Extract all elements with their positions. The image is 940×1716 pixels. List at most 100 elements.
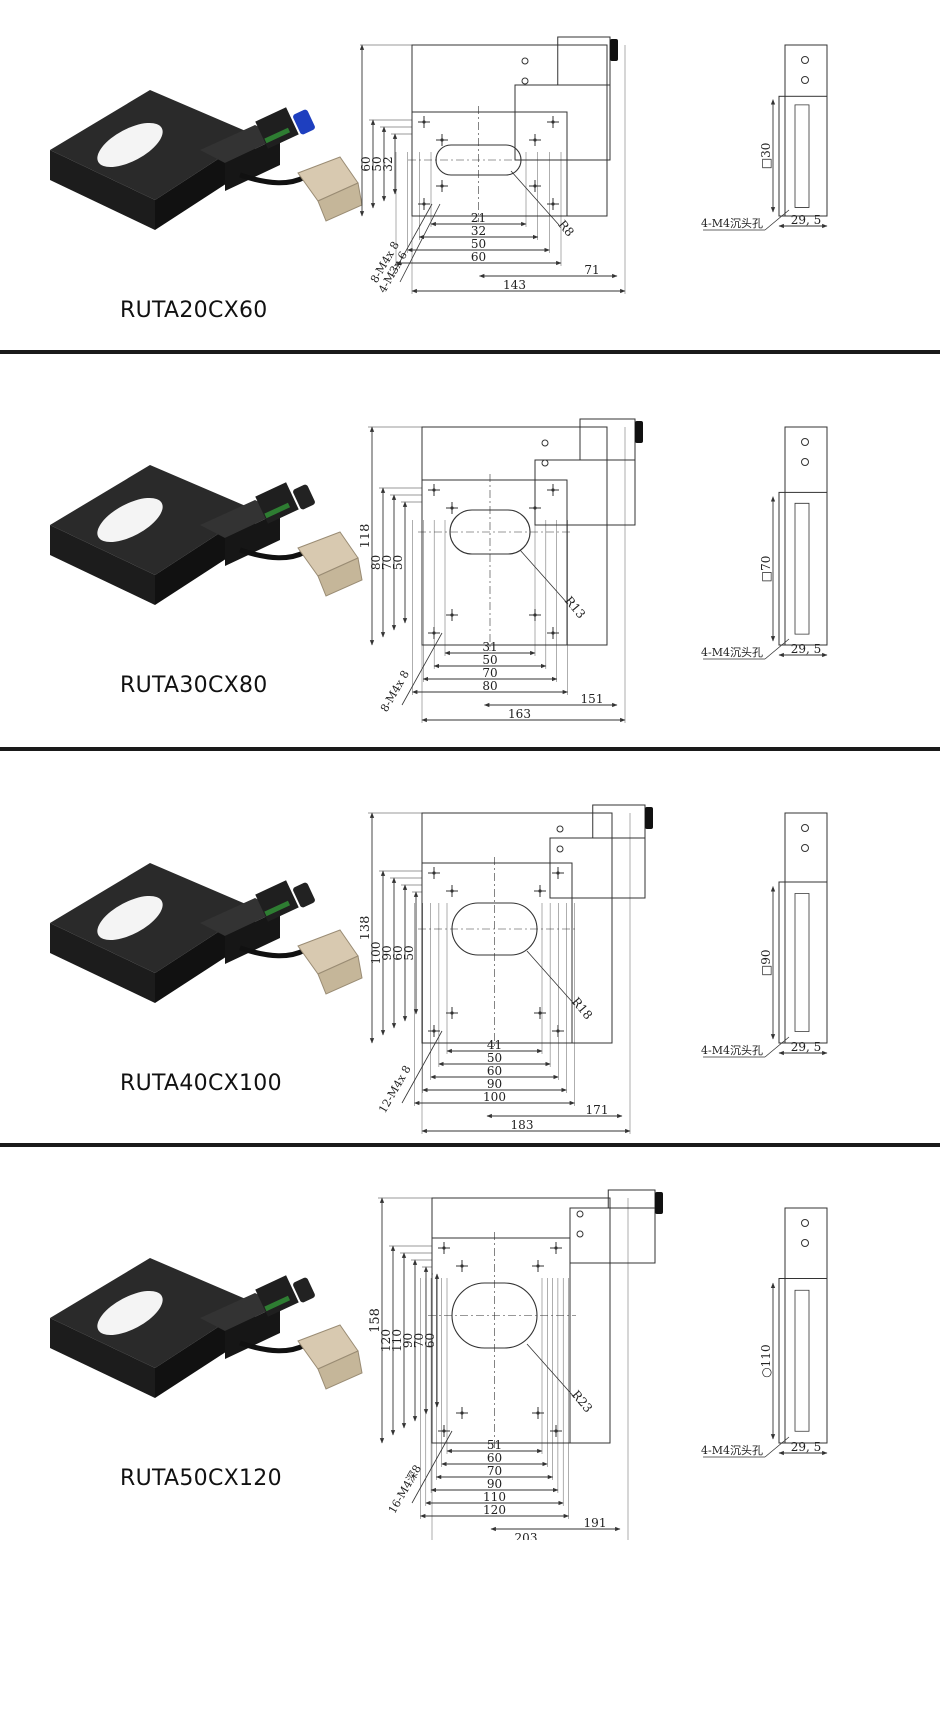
motor-label-strip — [264, 502, 291, 519]
side-view-carriage — [778, 1278, 828, 1444]
technical-drawing: 15812011090706051607090110120191203R2316… — [368, 1189, 828, 1540]
width-dimension: 21 — [471, 211, 486, 225]
side-view-outline — [784, 1207, 828, 1444]
width-dimension: 41 — [487, 1038, 502, 1052]
screw-icon — [801, 824, 809, 832]
hole-spec-note: 16-M4深8 — [386, 1463, 424, 1516]
adjustment-knob — [293, 484, 315, 510]
total-width-dimension: 183 — [511, 1118, 534, 1132]
width-dimension: 90 — [487, 1077, 502, 1091]
screw-icon — [801, 76, 809, 84]
width-dimension: 80 — [482, 679, 497, 693]
width-dimension: 50 — [471, 237, 486, 251]
countersink-note: 4-M4沉头孔 — [701, 646, 763, 659]
dim-line — [764, 1036, 790, 1058]
drive-block-side — [225, 512, 280, 566]
stage-plate-outline — [431, 1237, 571, 1444]
motor-cable — [239, 172, 307, 186]
model-label: RUTA50CX120 — [120, 1466, 282, 1491]
width-dimension: 90 — [487, 1477, 502, 1491]
total-width-dimension: 143 — [503, 278, 526, 292]
dim-line — [399, 203, 441, 283]
height-dimension: 110 — [390, 1329, 404, 1352]
height-dimension: 100 — [369, 942, 383, 965]
mounting-hole — [432, 488, 436, 492]
mounting-hole — [536, 1264, 540, 1268]
mounting-hole — [556, 871, 560, 875]
stage-side-left — [50, 1318, 155, 1398]
dim-line — [401, 1030, 443, 1104]
width-dimension: 51 — [487, 1438, 502, 1452]
height-dimension: 70 — [412, 1333, 426, 1348]
width-dimension: 50 — [487, 1051, 502, 1065]
mounting-hole — [450, 889, 454, 893]
model-label: RUTA30CX80 — [120, 673, 268, 698]
screw-icon — [576, 1230, 584, 1238]
height-dimension: 158 — [368, 1308, 383, 1333]
screw-icon — [541, 459, 549, 467]
width-dimension: 100 — [483, 1090, 506, 1104]
stage-product-photo — [50, 1258, 363, 1398]
stage-aperture — [97, 122, 163, 168]
stage-body-outline — [411, 44, 608, 217]
height-dimension: 118 — [360, 524, 373, 549]
mounting-hole — [460, 1411, 464, 1415]
height-dimension: 50 — [370, 156, 384, 171]
screw-icon — [801, 56, 809, 64]
stage-plate-outline — [421, 862, 573, 1044]
dim-line — [510, 170, 560, 226]
mounting-hole — [554, 1246, 558, 1250]
mounting-hole — [538, 1011, 542, 1015]
mounting-hole — [533, 184, 537, 188]
height-dimension: 50 — [391, 555, 405, 570]
screw-icon — [576, 1210, 584, 1218]
height-dimension: 60 — [423, 1333, 437, 1348]
dim-line — [401, 632, 443, 706]
side-view-carriage — [778, 881, 828, 1044]
height-dimension: 80 — [369, 555, 383, 570]
height-dimension: 90 — [380, 945, 394, 960]
radius-label: R8 — [555, 218, 576, 240]
stage-product-photo — [50, 863, 363, 1003]
height-dimension: 120 — [379, 1329, 393, 1352]
drive-block — [200, 1293, 280, 1331]
motor-cable — [239, 547, 307, 561]
side-view-rail — [794, 1289, 810, 1432]
mounting-hole — [450, 1011, 454, 1015]
stage-plate-outline — [411, 111, 568, 217]
radius-label: R23 — [569, 1388, 595, 1416]
countersink-note: 4-M4沉头孔 — [701, 217, 763, 230]
side-view-outline — [784, 812, 828, 1044]
adjustment-knob — [293, 882, 315, 908]
side-view-rail — [794, 502, 810, 635]
mounting-hole — [533, 506, 537, 510]
height-dimension: 60 — [360, 156, 373, 171]
mounting-hole — [440, 184, 444, 188]
mounting-hole — [551, 631, 555, 635]
d-sub-connector-plug — [317, 955, 363, 995]
stage-product-photo — [50, 465, 363, 605]
mounting-hole — [460, 1264, 464, 1268]
dim-line — [411, 1430, 453, 1504]
dim-line — [519, 549, 569, 605]
mounting-hole — [551, 202, 555, 206]
width-dimension: 60 — [487, 1451, 502, 1465]
width-dimension: 120 — [483, 1503, 506, 1517]
mounting-hole — [536, 1411, 540, 1415]
section-divider — [0, 747, 940, 751]
stage-plate-outline — [421, 479, 568, 646]
dim-line — [764, 1436, 790, 1458]
width-dimension: 71 — [584, 263, 599, 277]
side-view-rail — [794, 104, 810, 208]
motor-label-strip — [264, 900, 291, 917]
section-divider — [0, 1143, 940, 1147]
stage-side-left — [50, 525, 155, 605]
knob-outline — [635, 421, 643, 443]
mounting-hole — [442, 1429, 446, 1433]
knob-outline — [655, 1192, 663, 1214]
model-label: RUTA40CX100 — [120, 1071, 282, 1096]
dim-line — [391, 203, 433, 277]
screw-icon — [556, 845, 564, 853]
